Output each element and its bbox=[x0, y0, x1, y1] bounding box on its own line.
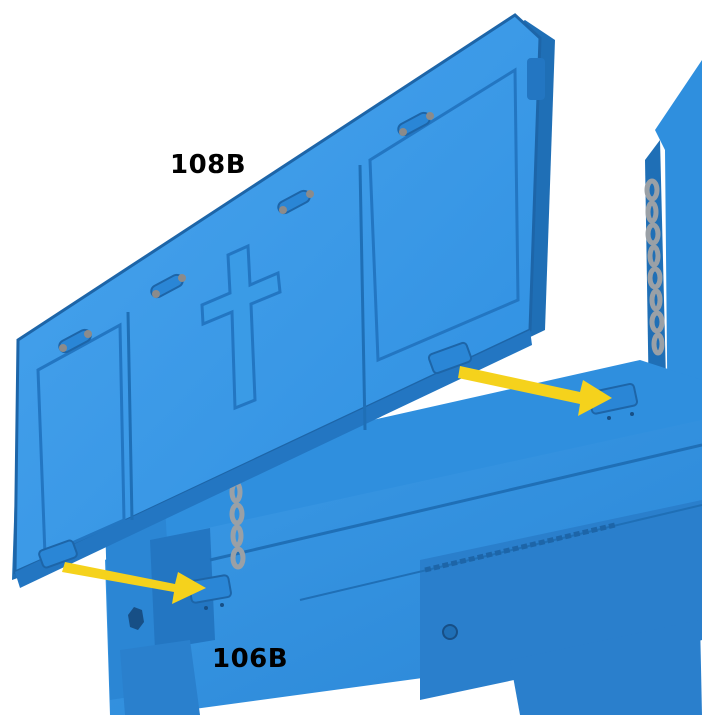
panel-tab-right bbox=[427, 341, 473, 375]
frame-top-beam bbox=[130, 360, 702, 560]
grab-handle-icon bbox=[58, 328, 92, 354]
frame-bolt bbox=[442, 624, 458, 640]
panel-recess-right bbox=[368, 67, 520, 363]
grab-handle-icon bbox=[397, 111, 434, 137]
panel-recess-left bbox=[36, 322, 126, 558]
part-label-106b: 106B bbox=[212, 644, 289, 674]
panel-108b bbox=[12, 13, 555, 588]
frame-ridge-1 bbox=[209, 443, 702, 562]
panel-rib-2 bbox=[358, 164, 367, 431]
frame-leg-right bbox=[510, 620, 702, 715]
right-arrow-icon bbox=[62, 562, 206, 604]
panel-bottom-lip bbox=[15, 330, 532, 588]
panel-top-clip bbox=[527, 58, 545, 100]
frame-hex-hole bbox=[128, 607, 144, 630]
frame-right-wall bbox=[655, 60, 702, 470]
part-label-108b: 108B bbox=[170, 150, 247, 180]
frame-leg-left bbox=[120, 640, 200, 715]
base-frame bbox=[105, 60, 702, 715]
panel-rib-1 bbox=[126, 311, 134, 521]
panel-emboss-cross bbox=[200, 243, 282, 411]
grab-handle-icon bbox=[277, 189, 314, 215]
right-arrow-icon bbox=[458, 366, 612, 416]
chain-icon bbox=[644, 178, 665, 356]
frame-emboss-strip bbox=[424, 522, 616, 573]
panel-tab-left bbox=[38, 539, 78, 569]
grab-handle-icon bbox=[150, 273, 186, 299]
